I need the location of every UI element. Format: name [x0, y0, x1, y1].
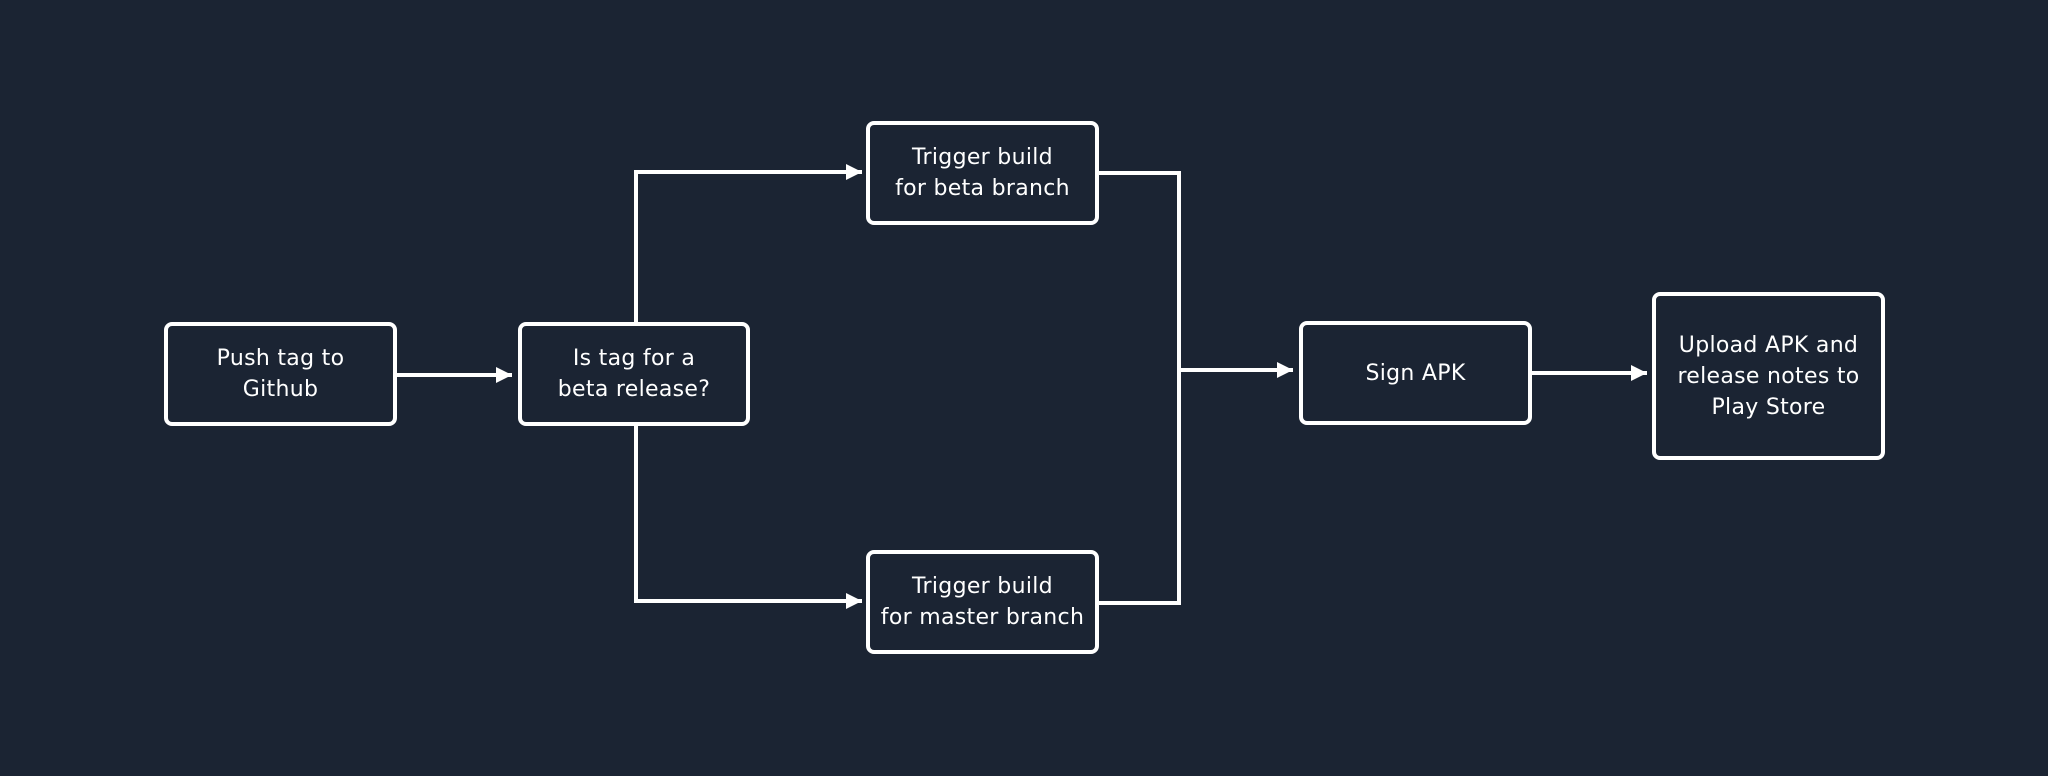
node-sign-apk: Sign APK	[1299, 321, 1532, 425]
node-trigger-beta-build: Trigger build for beta branch	[866, 121, 1099, 225]
node-push-tag: Push tag to Github	[164, 322, 397, 426]
node-upload-play-store: Upload APK and release notes to Play Sto…	[1652, 292, 1885, 460]
arrow-decision-to-beta	[634, 164, 862, 322]
arrow-decision-to-master	[634, 425, 862, 609]
line-beta-to-merge	[1098, 171, 1181, 605]
node-trigger-master-build: Trigger build for master branch	[866, 550, 1099, 654]
node-beta-decision: Is tag for a beta release?	[518, 322, 750, 426]
